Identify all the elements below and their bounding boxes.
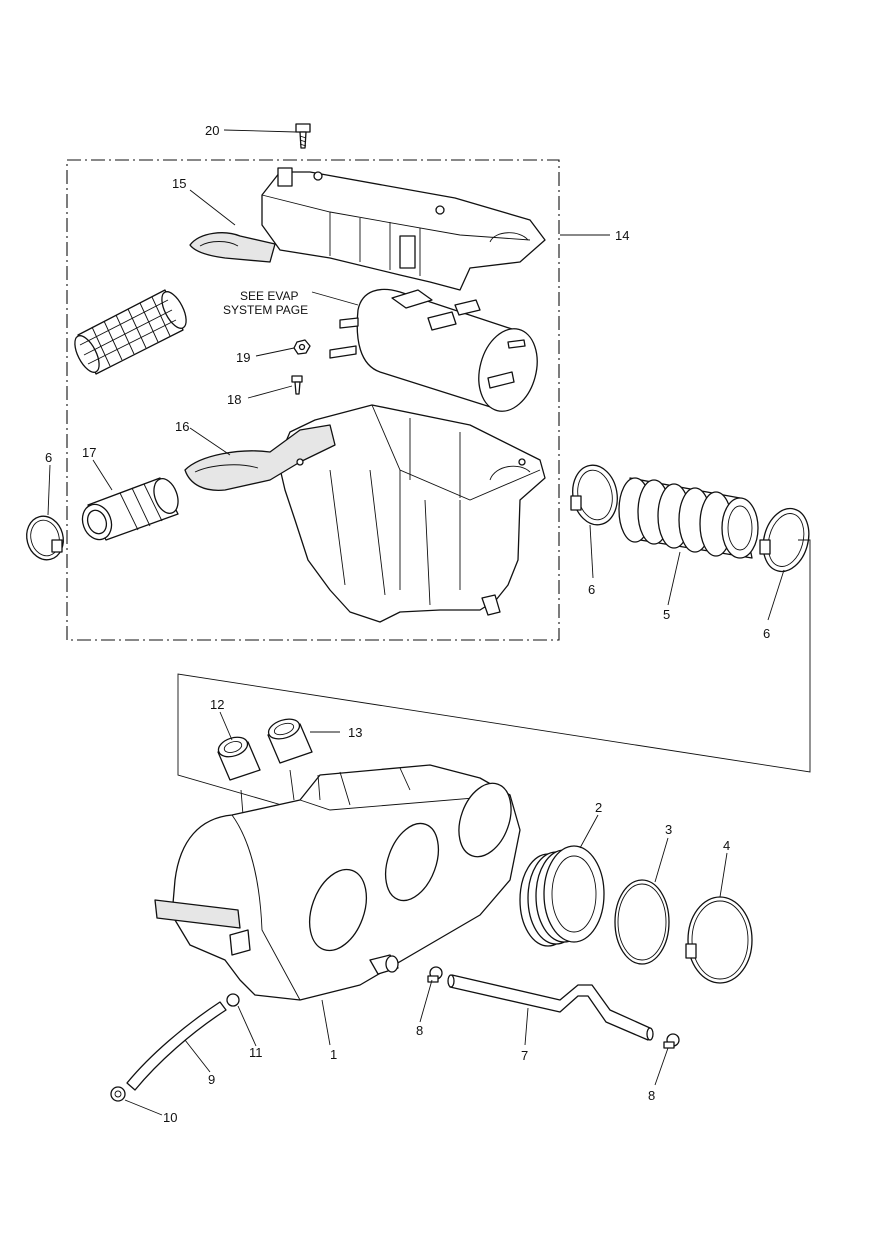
sleeve-13 <box>267 718 313 764</box>
callout-9: 9 <box>208 1072 215 1087</box>
callout-1: 1 <box>330 1047 337 1062</box>
assembly-leader-outline <box>177 539 811 809</box>
clamp-6-left <box>26 515 64 561</box>
callout-4: 4 <box>723 838 730 853</box>
lower-housing-16 <box>184 404 546 623</box>
gaiter-2 <box>519 845 605 947</box>
nut-19 <box>293 339 311 355</box>
callout-18: 18 <box>227 392 241 407</box>
hose-9 <box>126 1001 227 1091</box>
evap-note-line2: SYSTEM PAGE <box>223 303 308 317</box>
callout-2: 2 <box>595 800 602 815</box>
ring-3 <box>614 879 670 965</box>
clip-11 <box>226 993 240 1007</box>
callout-5: 5 <box>663 607 670 622</box>
callout-14: 14 <box>615 228 629 243</box>
evap-canister <box>329 288 538 412</box>
mesh-filter <box>74 289 187 375</box>
pipe-7 <box>447 974 654 1041</box>
clip-8-left <box>427 966 443 983</box>
callout-16: 16 <box>175 419 189 434</box>
callout-6-left: 6 <box>45 450 52 465</box>
main-airbox-1 <box>154 764 521 1001</box>
callout-8-right: 8 <box>648 1088 655 1103</box>
clamp-6-middle <box>570 464 618 526</box>
bolt-20 <box>295 123 311 149</box>
callout-8-left: 8 <box>416 1023 423 1038</box>
clip-8-right <box>663 1033 680 1049</box>
callout-20: 20 <box>205 123 219 138</box>
callout-11: 11 <box>249 1045 263 1060</box>
clip-10 <box>110 1086 126 1102</box>
clamp-6-right <box>759 507 810 573</box>
evap-note-line1: SEE EVAP <box>240 289 298 303</box>
sleeve-12 <box>217 736 261 781</box>
callout-13: 13 <box>348 725 362 740</box>
leader-lines <box>47 129 785 1116</box>
callout-19: 19 <box>236 350 250 365</box>
callout-17: 17 <box>82 445 96 460</box>
callout-12: 12 <box>210 697 224 712</box>
callout-6-middle: 6 <box>588 582 595 597</box>
screw-18 <box>291 375 303 395</box>
callout-6-right: 6 <box>763 626 770 641</box>
upper-cover-15 <box>189 167 546 291</box>
assembly-14-dashed-boundary <box>66 159 560 641</box>
rubber-boot-17 <box>81 477 179 541</box>
callout-10: 10 <box>163 1110 177 1125</box>
callout-15: 15 <box>172 176 186 191</box>
callout-3: 3 <box>665 822 672 837</box>
clamp-4 <box>685 896 753 984</box>
hose-5 <box>618 477 759 559</box>
callout-7: 7 <box>521 1048 528 1063</box>
